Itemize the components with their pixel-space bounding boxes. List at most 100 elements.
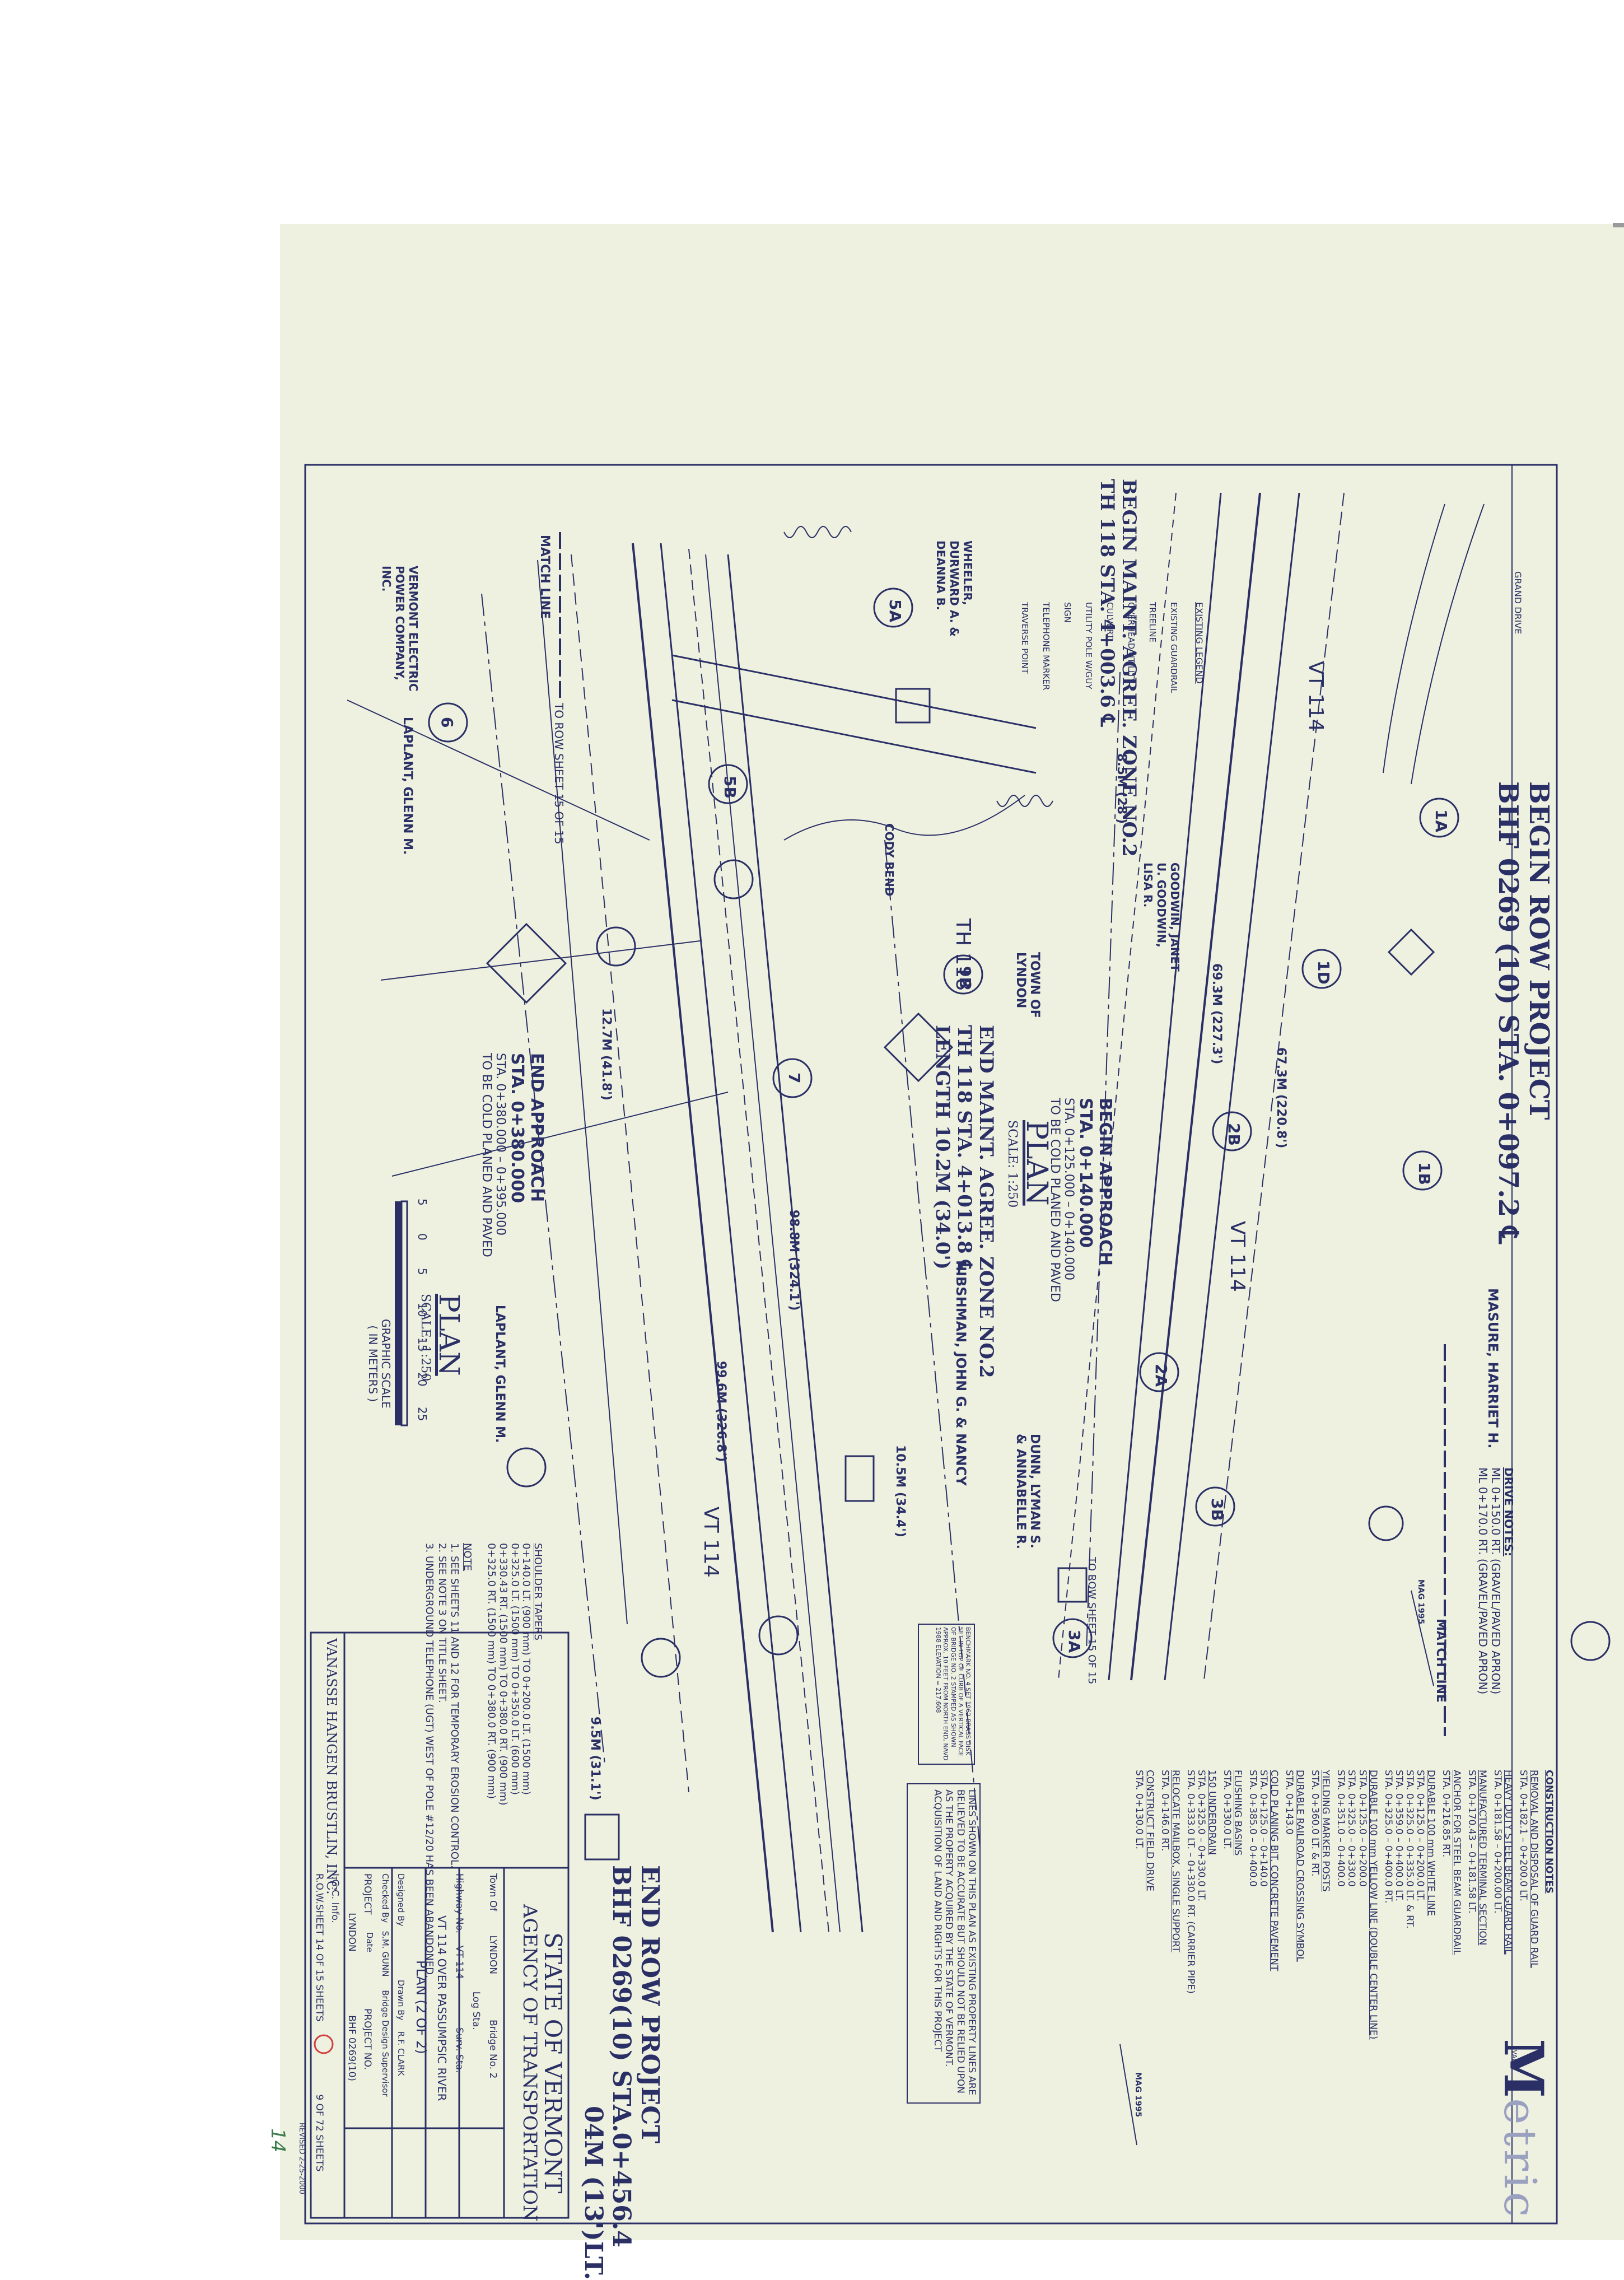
end-row-project-title: END ROW PROJECT BHF 0269(10) STA.0+456.4… [578, 1865, 664, 2280]
benchmark-text: BENCHMARK NO. 4 SET 1962 BRASS DISK SET … [935, 1627, 972, 1761]
graphic-scale: GRAPHIC SCALE ( IN METERS ) [366, 1319, 393, 1409]
firm-text: VANASSE HANGEN BRUSTLIN, INC. [324, 1638, 339, 1895]
callout-5a: 5A [886, 599, 904, 623]
legend-item: TRAVERSE POINT [1020, 602, 1030, 674]
cn-head: DURABLE 100 mm YELLOW LINE (DOUBLE CENTE… [1367, 1770, 1379, 2040]
cn-line: STA. 0+181.58 – 0+200.00 LT. [1491, 1770, 1503, 1914]
owner-goodwin: GOODWIN, JANET U. GOODWIN, LISA R. [1141, 862, 1182, 972]
cn-head: CONSTRUCT FIELD DRIVE [1144, 1770, 1155, 1891]
legend-item: SIGN [1062, 602, 1072, 623]
existing-legend: EXISTING LEGEND [1194, 602, 1205, 684]
cn-line: STA. 0+325.0 – 0+330.0 [1346, 1770, 1357, 1887]
metric-logo-rest: etric [1494, 2098, 1546, 2221]
supervisor-label: Bridge Design Supervisor [380, 1990, 390, 2097]
taper-line: 0+325.0 RT. (1500 mm) TO 0+380.0 RT. (90… [486, 1543, 498, 1799]
graphic-scale-title: GRAPHIC SCALE [379, 1319, 393, 1409]
title-block-fields: Town Of LYNDON Bridge No. 2 Log Sta. Hig… [451, 1873, 501, 2078]
begin-approach-title: BEGIN APPROACH [1095, 1098, 1115, 1266]
callout-2b: 2B [1225, 1123, 1243, 1146]
cn-line: STA. 0+170.43 – 0+181.58 LT. [1466, 1770, 1477, 1914]
road-grand-drive: GRAND DRIVE [1513, 571, 1523, 635]
firm-name: VANASSE HANGEN BRUSTLIN, INC. [323, 1638, 339, 1895]
drive-notes: DRIVE NOTES: ML 0+150.0 RT. (GRAVEL/PAVE… [1476, 1467, 1515, 1694]
callout-2a: 2A [1152, 1364, 1170, 1387]
legend-items: EXISTING GUARDRAIL TREELINE OVERHEAD UTI… [1014, 602, 1184, 693]
project-description: VT 114 OVER PASSUMPSIC RIVER [435, 1915, 449, 2101]
legend-item: TREELINE [1147, 602, 1158, 643]
end-approach-note2: TO BE COLD PLANED AND PAVED [479, 1053, 493, 1257]
project-no-value: BHF 0269(10) [346, 2015, 357, 2082]
drive-notes-title: DRIVE NOTES: [1502, 1467, 1515, 1556]
designed-label: Designed By [396, 1873, 406, 1927]
callout-5b: 5B [721, 776, 739, 799]
taper-line: 0+325.0 LT. (1500 mm) TO 0+350.0 LT. (60… [508, 1543, 521, 1795]
callout-3a: 3A [1065, 1630, 1084, 1653]
drive-note-line: ML 0+150.0 RT. (GRAVEL/PAVED APRON) [1489, 1467, 1502, 1695]
cn-line: STA. 0+143.0 [1284, 1770, 1295, 1835]
dim-label: 8.5M (28') [1114, 753, 1128, 824]
handwritten-text: 14 [267, 2128, 289, 2153]
agency-line-2: AGENCY OF TRANSPORTATION [518, 1904, 541, 2222]
cn-head: 150 UNDERDRAIN [1206, 1770, 1218, 1855]
cn-head: DURABLE RAILROAD CROSSING SYMBOL [1294, 1770, 1306, 1962]
dim-label: 9.5M (31.1') [588, 1717, 602, 1801]
begin-approach: BEGIN APPROACH STA. 0+140.000 STA. 0+125… [1047, 1098, 1115, 1302]
callout-1a: 1A [1432, 809, 1450, 833]
match-line-right-sub: TO ROW SHEET 15 OF 15 [1086, 1557, 1098, 1685]
cn-head: RELOCATE MAILBOX, SINGLE SUPPORT [1170, 1770, 1182, 1952]
end-row-offset: 04M (13')LT. [578, 2106, 608, 2280]
cn-line: STA. 0+125.0 – 0+200.0 LT. [1414, 1770, 1426, 1902]
town-label: Town Of [487, 1873, 498, 1911]
checked-value: S.M. GUNN [380, 1931, 390, 1977]
taper-line: 0+330.43 RT. (1500 mm) TO 0+380.0 RT. (9… [497, 1543, 509, 1806]
road-cody-bend: CODY BEND [883, 823, 896, 897]
callout-1d: 1D [1314, 961, 1333, 985]
scale-tick: 5 [416, 1268, 429, 1275]
legend-item: UTILITY POLE W/GUY [1084, 602, 1094, 689]
cn-head: ANCHOR FOR STEEL BEAM GUARDRAIL [1450, 1770, 1462, 1955]
end-approach-title: END APPROACH [527, 1053, 547, 1202]
owner-dunn: DUNN, LYMAN S. & ANNABELLE R. [1014, 1434, 1042, 1549]
road-vt114-mid: VT 114 [1226, 1221, 1249, 1292]
sheet-numbering: I.G.C. Info. R.O.W.SHEET 14 OF 15 SHEETS… [311, 1873, 343, 2171]
cn-head: DURABLE 100 mm WHITE LINE [1425, 1770, 1436, 1917]
dim-label: 10.5M (34.4') [893, 1445, 907, 1537]
scale-tick: 0 [416, 1233, 429, 1241]
benchmark-note: BENCHMARK NO. 4 SET 1962 BRASS DISK SET … [935, 1627, 972, 1761]
scale-tick: 25 [416, 1407, 429, 1421]
end-row-station: BHF 0269(10) STA.0+456.4 [607, 1865, 636, 2248]
mag-label-a: MAG 1995 [1416, 1579, 1425, 1625]
road-vt114-lower: VT 114 [699, 1507, 722, 1578]
note-line: 2. SEE NOTE 3 ON TITLE SHEET. [436, 1543, 448, 1703]
dim-label: 67.3M (220.8') [1274, 1047, 1288, 1149]
cn-line: STA. 0+130.0 LT. [1133, 1770, 1145, 1850]
match-line-left-sub: TO ROW SHEET 15 OF 15 [552, 703, 566, 845]
cn-head: HEAVY DUTY STEEL BEAM GUARD RAIL [1502, 1770, 1514, 1955]
property-disclaimer: LINES SHOWN ON THIS PLAN AS EXISTING PRO… [931, 1789, 977, 2097]
begin-row-title: BEGIN ROW PROJECT [1523, 781, 1555, 1120]
revised-text: REVISED 2-25-2000 [297, 2123, 306, 2194]
owner-laplant-1: LAPLANT, GLENN M. [400, 717, 414, 855]
cn-head: YIELDING MARKER POSTS [1320, 1770, 1332, 1892]
cn-line: STA. 0+325.0 – 0+335.0 LT. & RT. [1403, 1770, 1415, 1929]
note-line: 3. UNDERGROUND TELEPHONE (UGT) WEST OF P… [423, 1543, 436, 1978]
end-maint-length: LENGTH 10.2M (34.0') [931, 1025, 954, 1270]
cn-line: STA. 0+125.0 – 0+200.0 [1356, 1770, 1368, 1887]
plan-small-title: PLAN [433, 1294, 465, 1376]
owner-town-of-lyndon: TOWN OF LYNDON [1014, 952, 1042, 1018]
dim-label: 98.8M (324.1') [787, 1210, 801, 1311]
mag-label-b: MAG 1995 [1133, 2072, 1142, 2118]
metric-logo-small-text: VAOT [1510, 2050, 1518, 2068]
shoulder-tapers: SHOULDER TAPERS 0+140.0 LT. (900 mm) TO … [486, 1543, 544, 1806]
revised-date: REVISED 2-25-2000 [297, 2123, 306, 2194]
handwritten-sheet-number: 14 [267, 2128, 289, 2153]
sheet-edge-mark [1613, 223, 1624, 227]
highway-value: VT 114 [454, 1945, 465, 1979]
begin-row-project-title: BEGIN ROW PROJECT BHF 0269 (10) STA. 0+0… [1492, 781, 1555, 1244]
begin-row-station: BHF 0269 (10) STA. 0+097.2 ℄ [1492, 781, 1524, 1244]
legend-item: EXISTING GUARDRAIL [1169, 602, 1179, 693]
scale-tick: 20 [416, 1372, 429, 1387]
shoulder-tapers-title: SHOULDER TAPERS [532, 1543, 544, 1640]
end-row-title: END ROW PROJECT [636, 1865, 664, 2143]
